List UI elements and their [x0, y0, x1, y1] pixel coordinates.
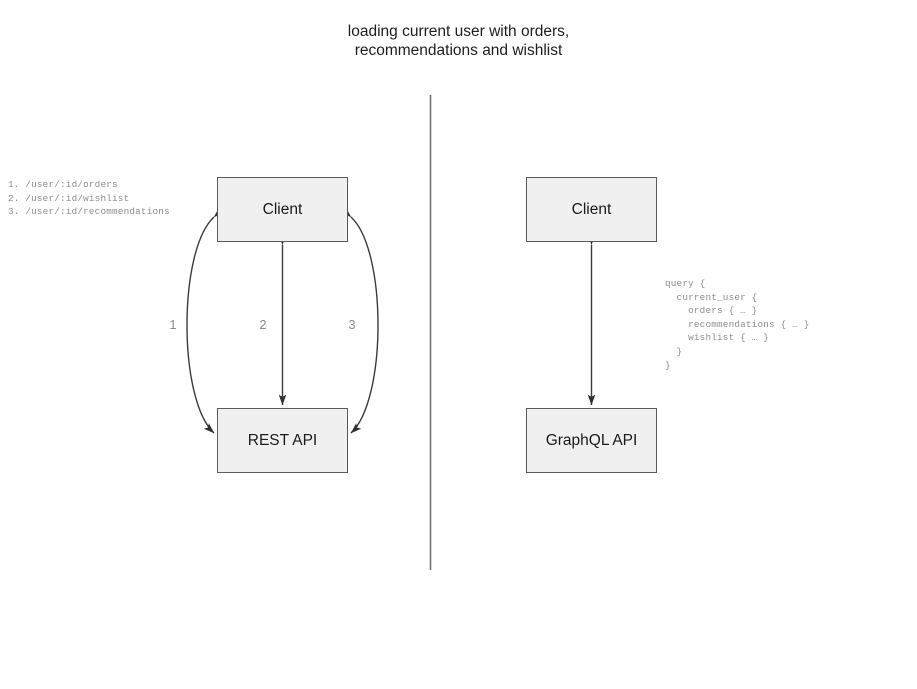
edge-label-1: 1	[169, 318, 177, 332]
edge-label-2: 2	[259, 318, 267, 332]
edge-label-3: 3	[348, 318, 356, 332]
graphql-query-note: query { current_user { orders { … } reco…	[665, 278, 810, 371]
node-label: Client	[571, 200, 612, 218]
node-label: REST API	[247, 431, 318, 449]
rest-endpoints-note: 1. /user/:id/orders 2. /user/:id/wishlis…	[8, 179, 170, 218]
node-rest-api[interactable]: REST API	[217, 408, 348, 473]
node-client-graphql[interactable]: Client	[526, 177, 657, 242]
node-client-rest[interactable]: Client	[217, 177, 348, 242]
page-title: loading current user with orders, recomm…	[347, 23, 570, 59]
node-graphql-api[interactable]: GraphQL API	[526, 408, 657, 473]
edge-1-path	[186, 207, 225, 434]
node-label: Client	[262, 200, 303, 218]
edge-3-path	[340, 207, 379, 434]
node-label: GraphQL API	[545, 431, 638, 449]
